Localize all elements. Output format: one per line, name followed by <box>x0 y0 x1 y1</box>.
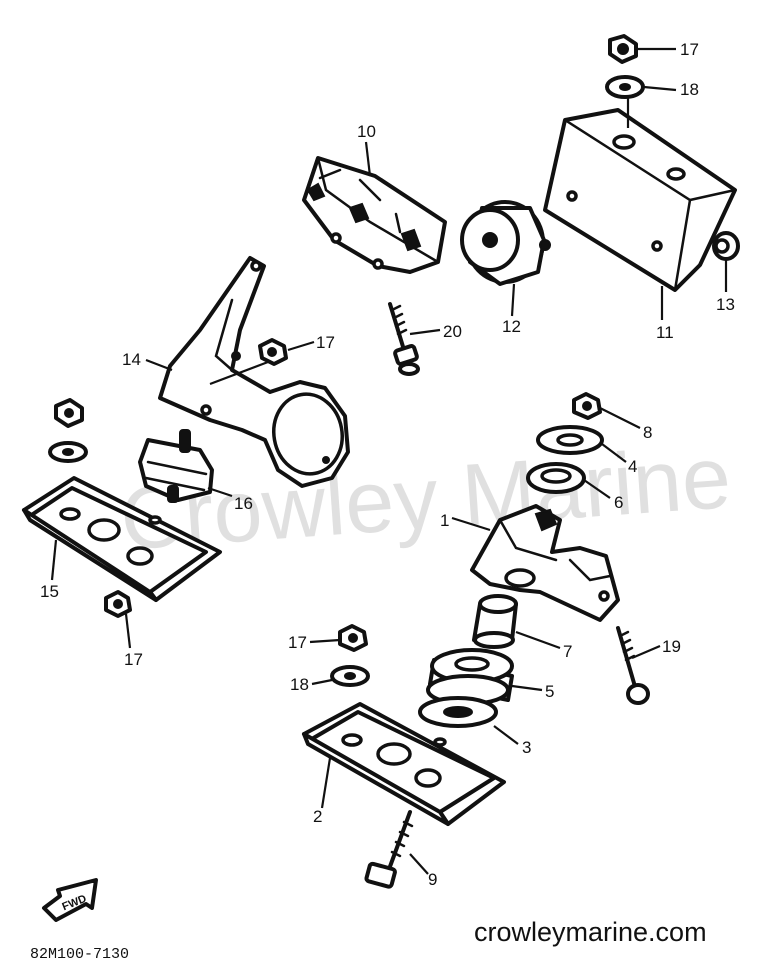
website-label: crowleymarine.com <box>474 917 707 947</box>
callout-20: 20 <box>443 322 462 341</box>
part-12-damper <box>460 200 551 286</box>
part-17-nut-left <box>54 398 84 428</box>
part-10-upper-bracket <box>302 156 447 274</box>
callout-7: 7 <box>563 642 572 661</box>
part-14-stay-bracket <box>158 256 350 488</box>
callout-17-top: 17 <box>680 40 699 59</box>
part-15-plate <box>22 476 222 602</box>
part-4-washer <box>536 425 604 455</box>
callout-18-lower: 18 <box>290 675 309 694</box>
callout-labels: 17 18 10 12 20 11 13 14 17 16 15 17 1 8 … <box>40 40 735 889</box>
part-17-nut-top <box>608 34 638 64</box>
part-20-bolt <box>388 302 420 376</box>
callout-4: 4 <box>628 457 637 476</box>
callout-3: 3 <box>522 738 531 757</box>
part-17-nut-low-left <box>104 590 132 618</box>
fwd-arrow-icon: FWD <box>42 878 98 922</box>
callout-17-mid: 17 <box>316 333 335 352</box>
part-2-plate <box>302 702 506 826</box>
part-3-washer <box>418 696 498 728</box>
callout-6: 6 <box>614 493 623 512</box>
callout-10: 10 <box>357 122 376 141</box>
part-1-bracket <box>470 504 620 622</box>
part-5-rubber <box>426 648 514 706</box>
part-9-bolt <box>364 810 414 889</box>
callout-11: 11 <box>656 323 674 342</box>
part-19-bolt <box>616 626 650 705</box>
callout-9: 9 <box>428 870 437 889</box>
part-11-cover <box>543 108 737 292</box>
callout-5: 5 <box>545 682 554 701</box>
part-18-washer-left <box>48 441 88 463</box>
callout-14: 14 <box>122 350 141 369</box>
callout-17-low-left: 17 <box>124 650 143 669</box>
diagram-code: 82M100-7130 <box>30 946 129 963</box>
part-18-washer-lower <box>330 665 370 687</box>
part-16-rubber-mount <box>138 429 214 503</box>
callout-2: 2 <box>313 807 322 826</box>
part-18-washer-top <box>605 75 645 99</box>
callout-18-top: 18 <box>680 80 699 99</box>
part-13-grommet <box>712 231 740 261</box>
callout-8: 8 <box>643 423 652 442</box>
part-17-nut-lower <box>338 624 368 652</box>
part-17-nut-mid <box>258 338 288 366</box>
part-8-nut <box>572 392 602 420</box>
callout-19: 19 <box>662 637 681 656</box>
callout-15: 15 <box>40 582 59 601</box>
callout-1: 1 <box>440 511 449 530</box>
part-7-collar <box>472 594 518 649</box>
callout-16: 16 <box>234 494 253 513</box>
part-6-bushing <box>526 462 586 494</box>
callout-13: 13 <box>716 295 735 314</box>
callout-12: 12 <box>502 317 521 336</box>
callout-17-lower: 17 <box>288 633 307 652</box>
leader-lines <box>50 47 728 875</box>
